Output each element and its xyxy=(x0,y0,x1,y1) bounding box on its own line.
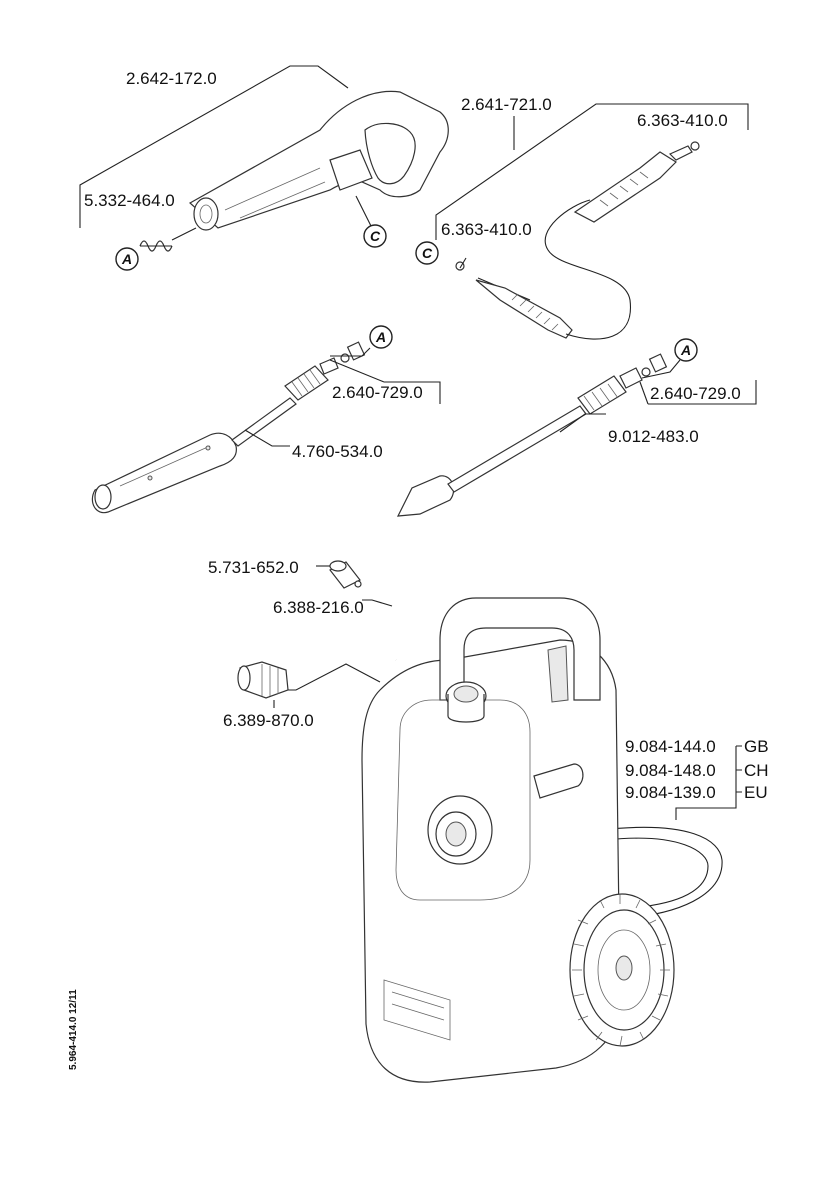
label-variant-eu: EU xyxy=(744,783,768,802)
badge-a-right: A xyxy=(674,338,698,362)
label-variant-gb: GB xyxy=(744,737,769,756)
badge-a-left: A xyxy=(369,325,393,349)
label-nozzle-left-kit: 2.640-729.0 xyxy=(332,383,423,402)
label-tube: 6.388-216.0 xyxy=(273,598,364,617)
label-dirt-blaster: 9.012-483.0 xyxy=(608,427,699,446)
cap xyxy=(329,560,362,589)
nozzle-left-parts xyxy=(319,341,366,375)
high-pressure-hose xyxy=(455,141,700,340)
label-hose-assembly: 2.641-721.0 xyxy=(461,95,552,114)
pressure-washer-unit xyxy=(361,597,723,1083)
label-gun-spring: 5.332-464.0 xyxy=(84,191,175,210)
label-oring-right: 6.363-410.0 xyxy=(637,111,728,130)
badge-c-gun: C xyxy=(363,224,387,248)
svg-text:A: A xyxy=(121,251,132,267)
trigger-gun xyxy=(188,90,449,231)
dirt-blaster-lance xyxy=(396,367,643,517)
garden-hose-coupling xyxy=(237,661,289,699)
tube xyxy=(363,583,404,661)
document-number: 5.964-414.0 12/11 xyxy=(68,989,79,1070)
svg-text:A: A xyxy=(375,329,386,345)
svg-text:A: A xyxy=(680,342,691,358)
label-nozzle-right-kit: 2.640-729.0 xyxy=(650,384,741,403)
label-trigger-gun: 2.642-172.0 xyxy=(126,69,217,88)
svg-text:C: C xyxy=(422,245,433,261)
label-machine-gb: 9.084-144.0 xyxy=(625,737,716,756)
gun-spring xyxy=(139,240,173,252)
label-vario-lance: 4.760-534.0 xyxy=(292,442,383,461)
label-oring-left: 6.363-410.0 xyxy=(441,220,532,239)
label-garden-coupling: 6.389-870.0 xyxy=(223,711,314,730)
svg-text:C: C xyxy=(370,228,381,244)
label-cap: 5.731-652.0 xyxy=(208,558,299,577)
label-machine-eu: 9.084-139.0 xyxy=(625,783,716,802)
vario-lance xyxy=(91,365,329,514)
badge-a-gun: A xyxy=(115,247,139,271)
label-machine-ch: 9.084-148.0 xyxy=(625,761,716,780)
badge-c-hose: C xyxy=(415,241,439,265)
label-variant-ch: CH xyxy=(744,761,769,780)
nozzle-right-parts xyxy=(641,353,668,377)
